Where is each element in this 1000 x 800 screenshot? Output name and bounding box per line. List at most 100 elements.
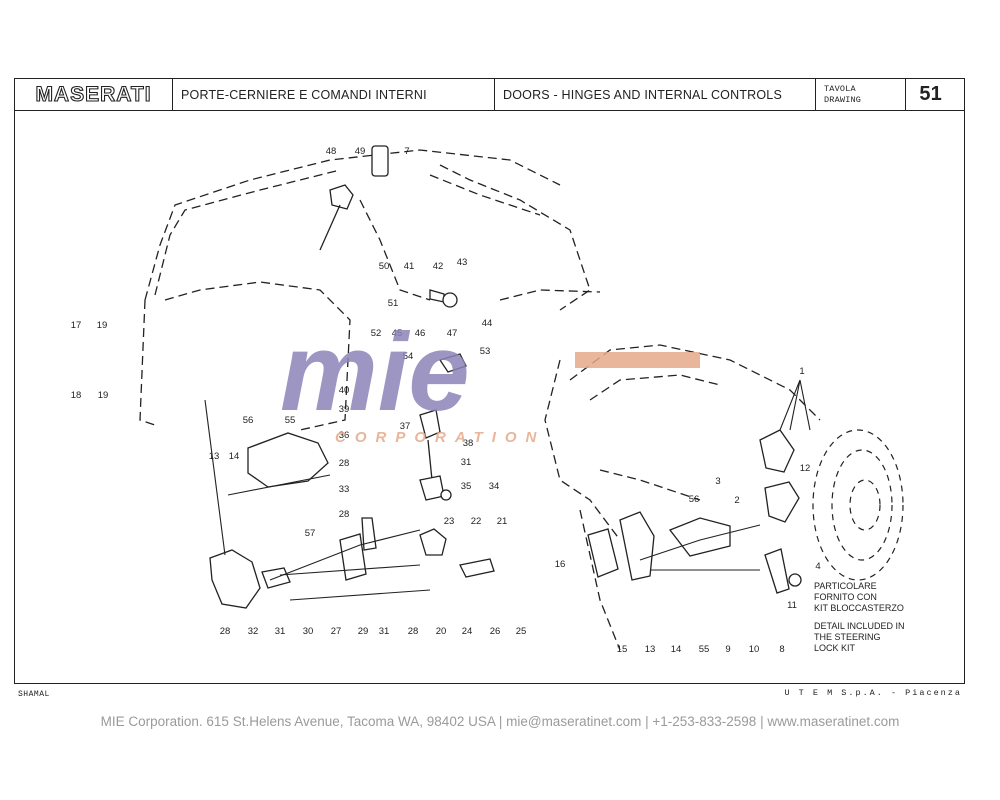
callout-22: 22	[471, 516, 482, 527]
callout-13b: 13	[645, 644, 656, 655]
note-it-3: KIT BLOCCASTERZO	[814, 603, 904, 613]
callout-35: 35	[461, 481, 472, 492]
callout-14a: 14	[229, 451, 240, 462]
parts-group	[209, 145, 802, 609]
callout-19b: 19	[98, 390, 109, 401]
callout-29: 29	[358, 626, 369, 637]
part-latch-right	[619, 511, 655, 581]
callout-28d: 28	[408, 626, 419, 637]
drawing-frame	[14, 78, 965, 684]
contact-line: MIE Corporation. 615 St.Helens Avenue, T…	[100, 714, 900, 729]
callout-30: 30	[303, 626, 314, 637]
callout-57: 57	[305, 528, 316, 539]
part-55-left	[247, 432, 329, 488]
callout-32: 32	[248, 626, 259, 637]
wheel-outline	[812, 429, 904, 581]
callout-20: 20	[436, 626, 447, 637]
kit-note: PARTICOLARE FORNITO CON KIT BLOCCASTERZO…	[814, 581, 905, 653]
note-en-1: DETAIL INCLUDED IN	[814, 621, 905, 631]
note-it-2: FORNITO CON	[814, 592, 877, 602]
callout-50: 50	[379, 261, 390, 272]
part-7	[371, 145, 389, 177]
callout-4: 4	[815, 561, 820, 572]
maserati-logo: MASERATI	[15, 79, 173, 110]
callout-56a: 56	[243, 415, 254, 426]
callout-52: 52	[371, 328, 382, 339]
title-english: DOORS - HINGES AND INTERNAL CONTROLS	[495, 79, 816, 110]
callout-46: 46	[415, 328, 426, 339]
note-it-1: PARTICOLARE	[814, 581, 877, 591]
model-name: SHAMAL	[18, 690, 50, 699]
linkage-rods	[204, 379, 811, 601]
callout-8: 8	[779, 644, 784, 655]
callout-7: 7	[404, 146, 409, 157]
callout-23: 23	[444, 516, 455, 527]
callout-53: 53	[480, 346, 491, 357]
callout-55b: 55	[699, 644, 710, 655]
callout-13a: 13	[209, 451, 220, 462]
note-en-3: LOCK KIT	[814, 643, 856, 653]
callout-48: 48	[326, 146, 337, 157]
publisher: U T E M S.p.A. - Piacenza	[784, 688, 962, 698]
label-drawing: DRAWING	[824, 94, 862, 105]
callout-21: 21	[497, 516, 508, 527]
title-italian: PORTE-CERNIERE E COMANDI INTERNI	[173, 79, 495, 110]
callout-12: 12	[800, 463, 811, 474]
callout-33: 33	[339, 484, 350, 495]
callout-18: 18	[71, 390, 82, 401]
callout-31b: 31	[275, 626, 286, 637]
callout-16: 16	[555, 559, 566, 570]
part-3	[759, 429, 795, 473]
callout-labels: 48 49 7 50 41 42 43 51 52 45 46 47 44 17…	[71, 146, 821, 655]
callout-2: 2	[734, 495, 739, 506]
callout-34: 34	[489, 481, 500, 492]
callout-11: 11	[787, 600, 797, 611]
callout-14b: 14	[671, 644, 682, 655]
part-48	[329, 184, 354, 210]
callout-31c: 31	[379, 626, 390, 637]
callout-36: 36	[339, 430, 350, 441]
drawing-label: TAVOLA DRAWING	[816, 79, 906, 110]
part-8	[764, 548, 790, 594]
part-37	[419, 409, 441, 439]
callout-47: 47	[447, 328, 458, 339]
callout-26: 26	[490, 626, 501, 637]
part-16	[587, 528, 619, 578]
callout-25: 25	[516, 626, 527, 637]
callout-41: 41	[404, 261, 415, 272]
title-block: MASERATI PORTE-CERNIERE E COMANDI INTERN…	[14, 78, 965, 111]
callout-1: 1	[799, 366, 804, 377]
note-en-2: THE STEERING	[814, 632, 881, 642]
callout-55a: 55	[285, 415, 296, 426]
car-body-outline	[139, 149, 821, 651]
callout-39: 39	[339, 404, 350, 415]
callout-42: 42	[433, 261, 444, 272]
part-12	[764, 481, 800, 523]
watermark-sub: CORPORATION	[335, 429, 545, 446]
drawing-number: 51	[919, 83, 942, 105]
callout-44: 44	[482, 318, 493, 329]
callout-28b: 28	[339, 509, 350, 520]
callout-27: 27	[331, 626, 342, 637]
callout-9: 9	[725, 644, 730, 655]
callout-3: 3	[715, 476, 720, 487]
callout-24: 24	[462, 626, 473, 637]
callout-51: 51	[388, 298, 399, 309]
part-55-right	[668, 517, 731, 557]
callout-10: 10	[749, 644, 760, 655]
callout-40: 40	[339, 385, 350, 396]
callout-28c: 28	[220, 626, 231, 637]
callout-54: 54	[403, 351, 414, 362]
callout-31a: 31	[461, 457, 472, 468]
callout-19a: 19	[97, 320, 108, 331]
callout-56b: 56	[689, 494, 700, 505]
watermark-brand: mie	[280, 311, 470, 434]
callout-38: 38	[463, 438, 474, 449]
callout-17: 17	[71, 320, 82, 331]
callout-15: 15	[617, 644, 628, 655]
callout-45: 45	[392, 328, 403, 339]
callout-28a: 28	[339, 458, 350, 469]
watermark-logo: mie CORPORATION	[280, 311, 700, 446]
callout-37: 37	[400, 421, 411, 432]
